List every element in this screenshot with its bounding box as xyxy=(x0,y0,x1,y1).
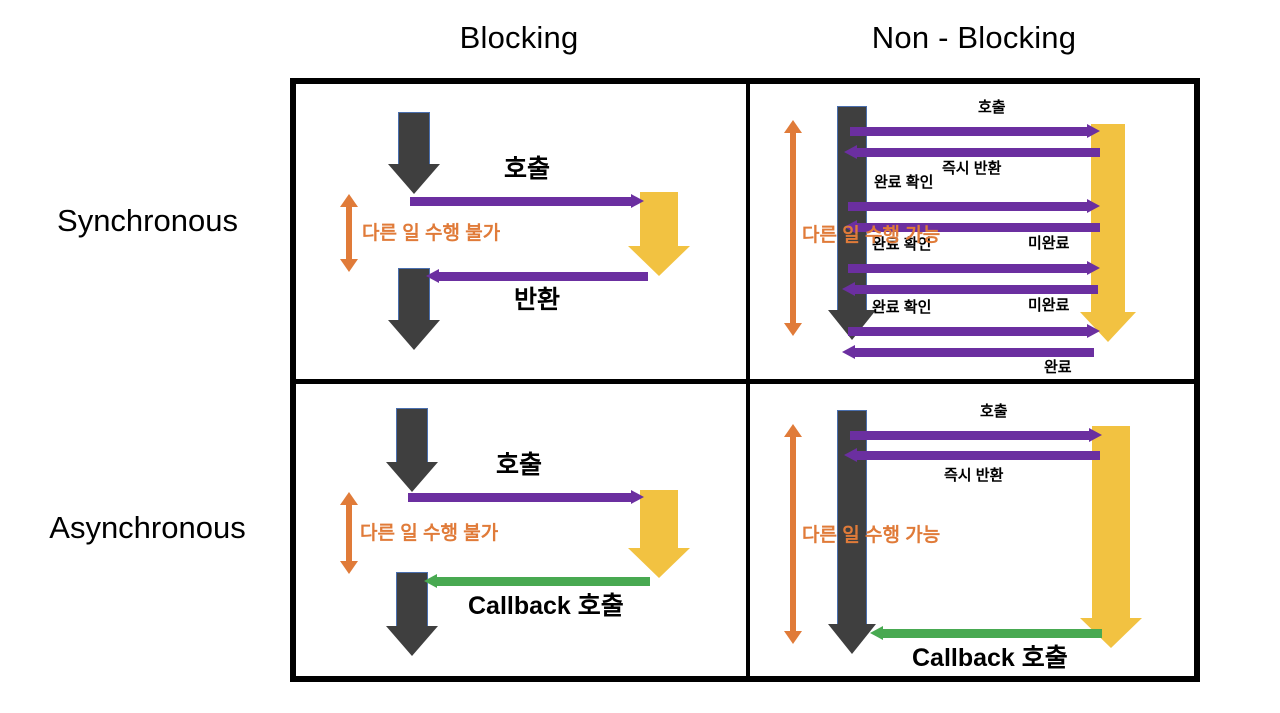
caller-bar xyxy=(828,410,876,654)
message-arrow-return xyxy=(426,269,648,283)
callee-bar xyxy=(628,192,690,276)
caller-bar-bottom xyxy=(388,268,440,350)
message-label-immediate-return: 즉시 반환 xyxy=(944,467,1004,484)
row-header-asynchronous: Asynchronous xyxy=(49,510,246,545)
message-label-callback: Callback 호출 xyxy=(912,644,1068,672)
message-label-call-3: 완료 확인 xyxy=(872,236,932,253)
non-blocking-span-arrow xyxy=(784,424,802,644)
matrix-divider-horizontal xyxy=(290,379,1200,384)
caller-bar-top xyxy=(386,408,438,492)
message-arrow-call xyxy=(850,428,1102,442)
message-arrow-immediate-return xyxy=(844,448,1100,462)
caller-bar-top xyxy=(388,112,440,194)
row-header-synchronous: Synchronous xyxy=(57,203,238,238)
message-label-return: 반환 xyxy=(514,286,561,314)
message-arrow-callback xyxy=(870,626,1102,640)
quadrant-asynchronous-non-blocking: 호출 즉시 반환 Callback 호출 다른 일 수행 가능 xyxy=(750,384,1194,676)
message-label-callback: Callback 호출 xyxy=(468,592,624,620)
quadrant-asynchronous-blocking: 호출 Callback 호출 다른 일 수행 불가 xyxy=(296,384,746,676)
annotation-label: 다른 일 수행 불가 xyxy=(360,523,499,544)
message-arrow-call xyxy=(410,194,644,208)
annotation-label: 다른 일 수행 가능 xyxy=(802,525,941,546)
message-arrow-call-3 xyxy=(848,261,1100,275)
message-arrow-return-2 xyxy=(844,220,1100,234)
callee-bar xyxy=(628,490,690,578)
column-header-non-blocking: Non - Blocking xyxy=(871,20,1077,55)
blocking-span-arrow xyxy=(340,492,358,574)
message-label-return-3: 미완료 xyxy=(1028,297,1070,314)
annotation-label: 다른 일 수행 불가 xyxy=(362,223,501,244)
caller-bar-bottom xyxy=(386,572,438,656)
quadrant-synchronous-blocking: 호출 반환 다른 일 수행 불가 xyxy=(296,84,746,379)
message-label-call-2: 완료 확인 xyxy=(874,174,934,191)
message-label-return-1: 즉시 반환 xyxy=(942,160,1002,177)
message-arrow-call-1 xyxy=(850,124,1100,138)
message-arrow-return-3 xyxy=(842,282,1098,296)
message-arrow-call-4 xyxy=(848,324,1100,338)
message-label-call: 호출 xyxy=(980,403,1008,420)
message-arrow-call-2 xyxy=(848,199,1100,213)
annotation-label: 다른 일 수행 가능 xyxy=(802,225,941,246)
message-label-return-4: 완료 xyxy=(1044,359,1072,376)
message-label-call-1: 호출 xyxy=(978,99,1006,116)
message-arrow-callback xyxy=(424,574,650,588)
blocking-span-arrow xyxy=(340,194,358,272)
message-label-call: 호출 xyxy=(496,451,543,479)
message-arrow-return-1 xyxy=(844,145,1100,159)
message-label-call: 호출 xyxy=(504,155,551,183)
callee-bar xyxy=(1080,426,1142,648)
column-header-blocking: Blocking xyxy=(459,20,579,55)
message-label-return-2: 미완료 xyxy=(1028,235,1070,252)
non-blocking-span-arrow xyxy=(784,120,802,336)
quadrant-synchronous-non-blocking: 호출 즉시 반환 완료 확인 미완료 완료 확인 미완료 완료 확인 xyxy=(750,84,1194,379)
message-arrow-call xyxy=(408,490,644,504)
message-label-call-4: 완료 확인 xyxy=(872,299,932,316)
message-arrow-return-4 xyxy=(842,345,1094,359)
